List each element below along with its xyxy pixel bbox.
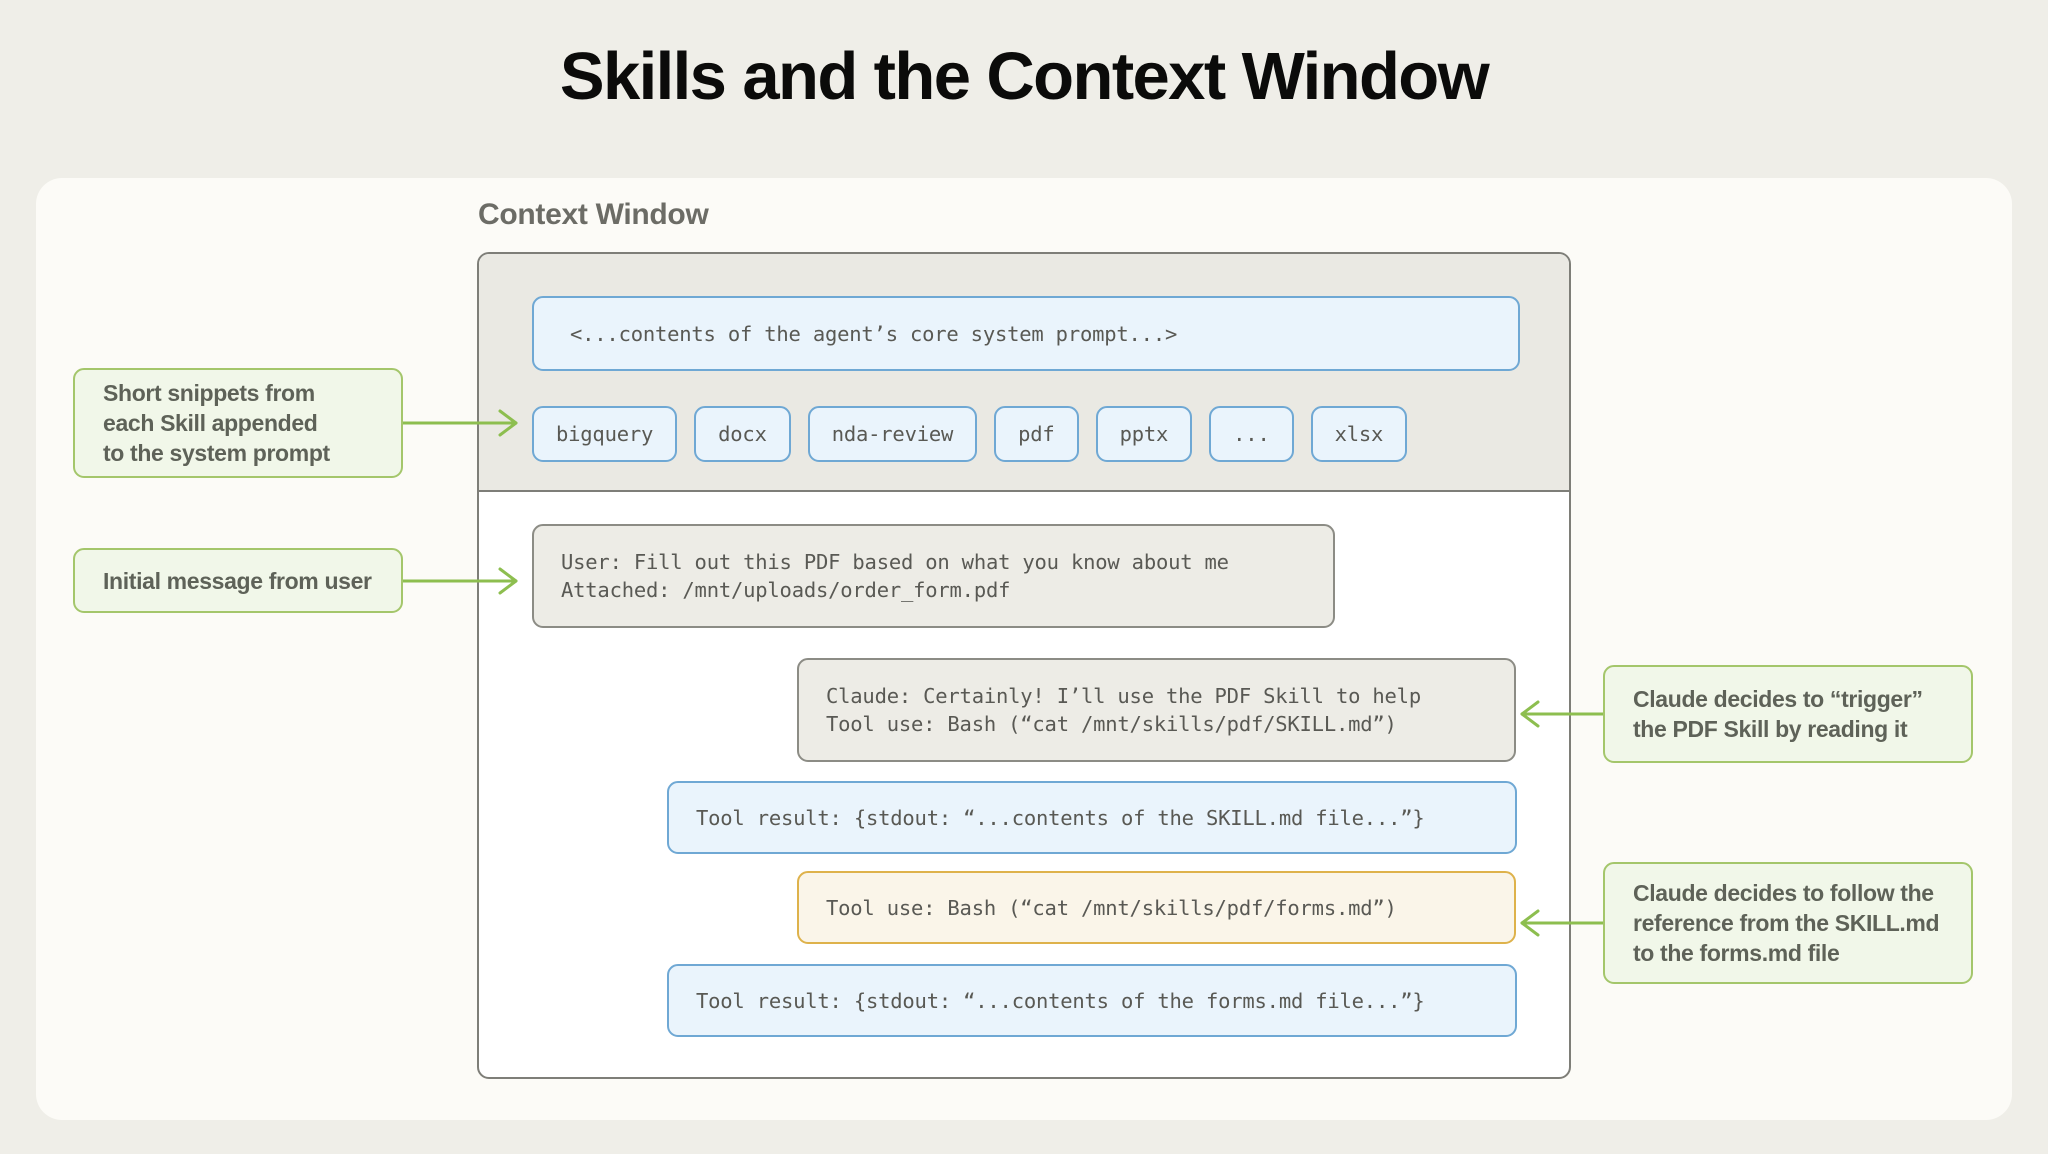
callout-follow-reference: Claude decides to follow the reference f… <box>1603 862 1973 984</box>
skill-chip-pdf[interactable]: pdf <box>994 406 1079 462</box>
skill-chip-bigquery[interactable]: bigquery <box>532 406 678 462</box>
tool-use-forms-md-box: Tool use: Bash (“cat /mnt/skills/pdf/for… <box>797 871 1516 944</box>
skill-chip-row: bigquery docx nda-review pdf pptx ... xl… <box>532 406 1408 462</box>
claude-message-line-2: Tool use: Bash (“cat /mnt/skills/pdf/SKI… <box>826 712 1397 736</box>
callout-follow-reference-text: Claude decides to follow the reference f… <box>1633 880 1940 966</box>
skill-chip-ellipsis[interactable]: ... <box>1209 406 1294 462</box>
skill-chip-label: pdf <box>1018 422 1055 446</box>
user-message-line-1: User: Fill out this PDF based on what yo… <box>561 550 1229 574</box>
skill-chip-label: nda-review <box>831 422 954 446</box>
context-window-label: Context Window <box>478 198 709 231</box>
skill-chip-label: bigquery <box>556 422 654 446</box>
skill-chip-label: docx <box>718 422 767 446</box>
skill-chip-xlsx[interactable]: xlsx <box>1310 406 1408 462</box>
tool-result-skill-md-text: Tool result: {stdout: “...contents of th… <box>696 805 1425 830</box>
tool-use-forms-md-text: Tool use: Bash (“cat /mnt/skills/pdf/for… <box>826 895 1397 920</box>
claude-message-box: Claude: Certainly! I’ll use the PDF Skil… <box>797 658 1516 762</box>
skill-chip-label: pptx <box>1119 422 1169 446</box>
claude-message-line-1: Claude: Certainly! I’ll use the PDF Skil… <box>826 684 1421 708</box>
tool-result-forms-md-box: Tool result: {stdout: “...contents of th… <box>667 964 1517 1037</box>
user-message-box: User: Fill out this PDF based on what yo… <box>532 524 1335 628</box>
callout-trigger-skill: Claude decides to “trigger” the PDF Skil… <box>1603 665 1973 763</box>
callout-trigger-skill-text: Claude decides to “trigger” the PDF Skil… <box>1633 686 1923 742</box>
skill-chip-pptx[interactable]: pptx <box>1095 406 1193 462</box>
skill-chip-nda-review[interactable]: nda-review <box>807 406 978 462</box>
page-title: Skills and the Context Window <box>559 39 1490 114</box>
context-window-frame: <...contents of the agent’s core system … <box>477 252 1571 1079</box>
callout-initial-message-text: Initial message from user <box>103 567 372 594</box>
skill-chip-label: xlsx <box>1334 422 1384 446</box>
tool-result-forms-md-text: Tool result: {stdout: “...contents of th… <box>696 988 1425 1013</box>
user-message-line-2: Attached: /mnt/uploads/order_form.pdf <box>561 578 1011 602</box>
callout-initial-message: Initial message from user <box>73 548 403 613</box>
callout-skill-snippets-text: Short snippets from each Skill appended … <box>103 380 330 466</box>
tool-result-skill-md-box: Tool result: {stdout: “...contents of th… <box>667 781 1517 854</box>
system-prompt-box: <...contents of the agent’s core system … <box>532 296 1520 371</box>
skill-chip-label: ... <box>1233 422 1270 446</box>
callout-skill-snippets: Short snippets from each Skill appended … <box>73 368 403 478</box>
system-prompt-text: <...contents of the agent’s core system … <box>570 321 1178 346</box>
skill-chip-docx[interactable]: docx <box>694 406 791 462</box>
